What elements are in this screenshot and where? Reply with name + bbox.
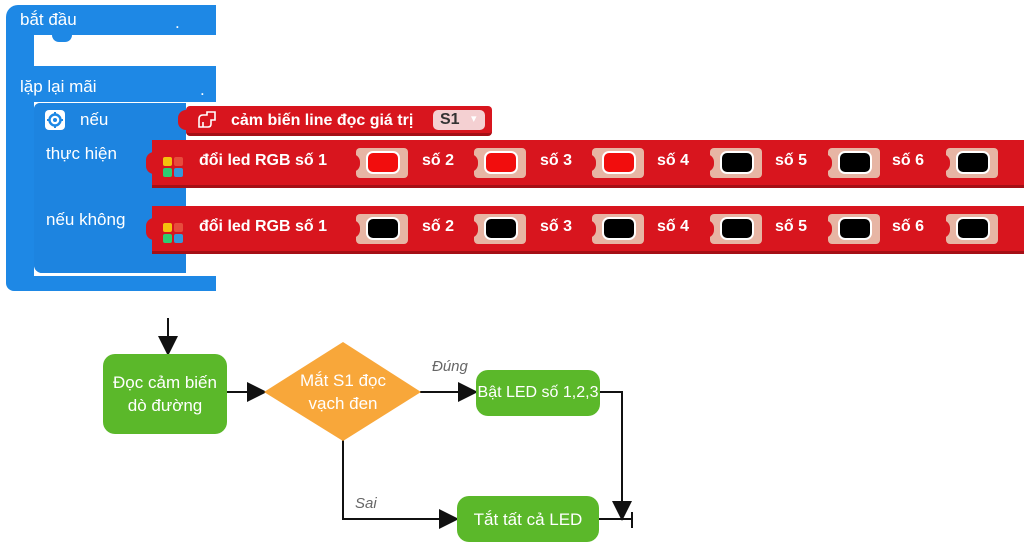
condition-label: cảm biến line đọc giá trị [231,112,414,129]
led-color-slot[interactable] [352,148,408,178]
slot-notch [706,220,714,238]
block-canvas: bắt đầu . lặp lại mãi . nếu thực hiện nế… [6,5,1024,291]
led-color-swatch[interactable] [720,217,754,240]
arrow-on-to-merge [598,391,632,521]
rgb-palette-square [163,157,172,166]
led-index-label: số 2 [422,218,455,235]
led-color-swatch[interactable] [366,151,400,174]
led-color-slot[interactable] [588,214,644,244]
then-label: thực hiện [46,144,117,163]
gear-icon[interactable] [45,110,65,130]
rgb-block-left-notch [146,218,156,240]
rgb-block-label: đổi led RGB số 1 [199,152,328,169]
slot-notch [588,154,596,172]
led-index-label: số 2 [422,152,455,169]
led-color-swatch[interactable] [602,151,636,174]
sensor-dropdown[interactable]: S1 ▾ [433,110,485,130]
start-block-notch [52,35,72,42]
read-sensor-node: Đọc cảm biến dò đường [103,354,227,434]
read-sensor-text: Đọc cảm biến dò đường [113,373,217,415]
start-block-dot: . [175,13,180,32]
led-color-swatch[interactable] [484,217,518,240]
slot-notch [942,154,950,172]
rgb-palette-square [163,234,172,243]
led-color-swatch[interactable] [720,151,754,174]
led-color-slot[interactable] [942,148,998,178]
slot-notch [470,220,478,238]
rgb-palette-square [163,168,172,177]
led-color-swatch[interactable] [838,217,872,240]
led-color-slot[interactable] [706,214,762,244]
no-label: Sai [355,495,377,512]
forever-block-label: lặp lại mãi [20,77,97,96]
forever-block-dot: . [200,80,205,99]
slot-notch [352,154,360,172]
led-color-slot[interactable] [588,148,644,178]
sensor-dropdown-value: S1 [440,111,460,128]
slot-notch [588,220,596,238]
led-color-slot[interactable] [470,214,526,244]
slot-notch [942,220,950,238]
led-index-label: số 4 [657,152,690,169]
slot-notch [824,154,832,172]
led-off-text: Tắt tất cả LED [473,509,583,529]
decision-diamond [264,342,421,441]
led-color-swatch[interactable] [838,151,872,174]
rgb-block-left-notch [146,152,156,174]
led-color-slot[interactable] [352,214,408,244]
led-color-slot[interactable] [824,214,880,244]
else-label: nếu không [46,210,126,229]
led-index-label: số 6 [892,218,925,235]
rgb-palette-icon [163,223,183,243]
led-off-node: Tắt tất cả LED [457,496,599,542]
led-index-label: số 6 [892,152,925,169]
slot-notch [824,220,832,238]
led-color-slot[interactable] [470,148,526,178]
led-color-swatch[interactable] [484,151,518,174]
if-label: nếu [80,110,109,129]
rgb-block-label: đổi led RGB số 1 [199,218,328,235]
led-index-label: số 3 [540,152,573,169]
led-color-slot[interactable] [824,148,880,178]
decision-node: Mắt S1 đọc vạch đen [286,367,400,417]
forever-block-bottom [6,276,216,291]
led-color-slot[interactable] [942,214,998,244]
condition-left-notch [178,110,190,130]
chevron-down-icon: ▾ [471,113,477,125]
rgb-palette-square [174,168,183,177]
led-on-text: Bật LED số 1,2,3 [477,384,599,401]
led-color-swatch[interactable] [956,217,990,240]
forever-block[interactable] [6,72,216,102]
rgb-palette-square [174,234,183,243]
decision-text: Mắt S1 đọc vạch đen [300,371,386,413]
led-index-label: số 4 [657,218,690,235]
led-index-label: số 5 [775,152,808,169]
rgb-palette-icon [163,157,183,177]
slot-notch [470,154,478,172]
yes-label: Đúng [432,358,468,375]
rgb-palette-square [174,223,183,232]
start-block[interactable] [6,5,216,35]
led-color-swatch[interactable] [602,217,636,240]
led-on-node: Bật LED số 1,2,3 [476,370,600,416]
led-index-label: số 3 [540,218,573,235]
led-index-label: số 5 [775,218,808,235]
led-color-slot[interactable] [706,148,762,178]
slot-notch [706,154,714,172]
arrow-decision-to-off [342,440,459,529]
led-color-swatch[interactable] [956,151,990,174]
rgb-palette-square [174,157,183,166]
rgb-palette-square [163,223,172,232]
forever-block-arm [6,100,34,280]
led-color-swatch[interactable] [366,217,400,240]
line-sensor-icon [196,110,218,130]
start-block-label: bắt đầu [20,10,77,29]
slot-notch [352,220,360,238]
